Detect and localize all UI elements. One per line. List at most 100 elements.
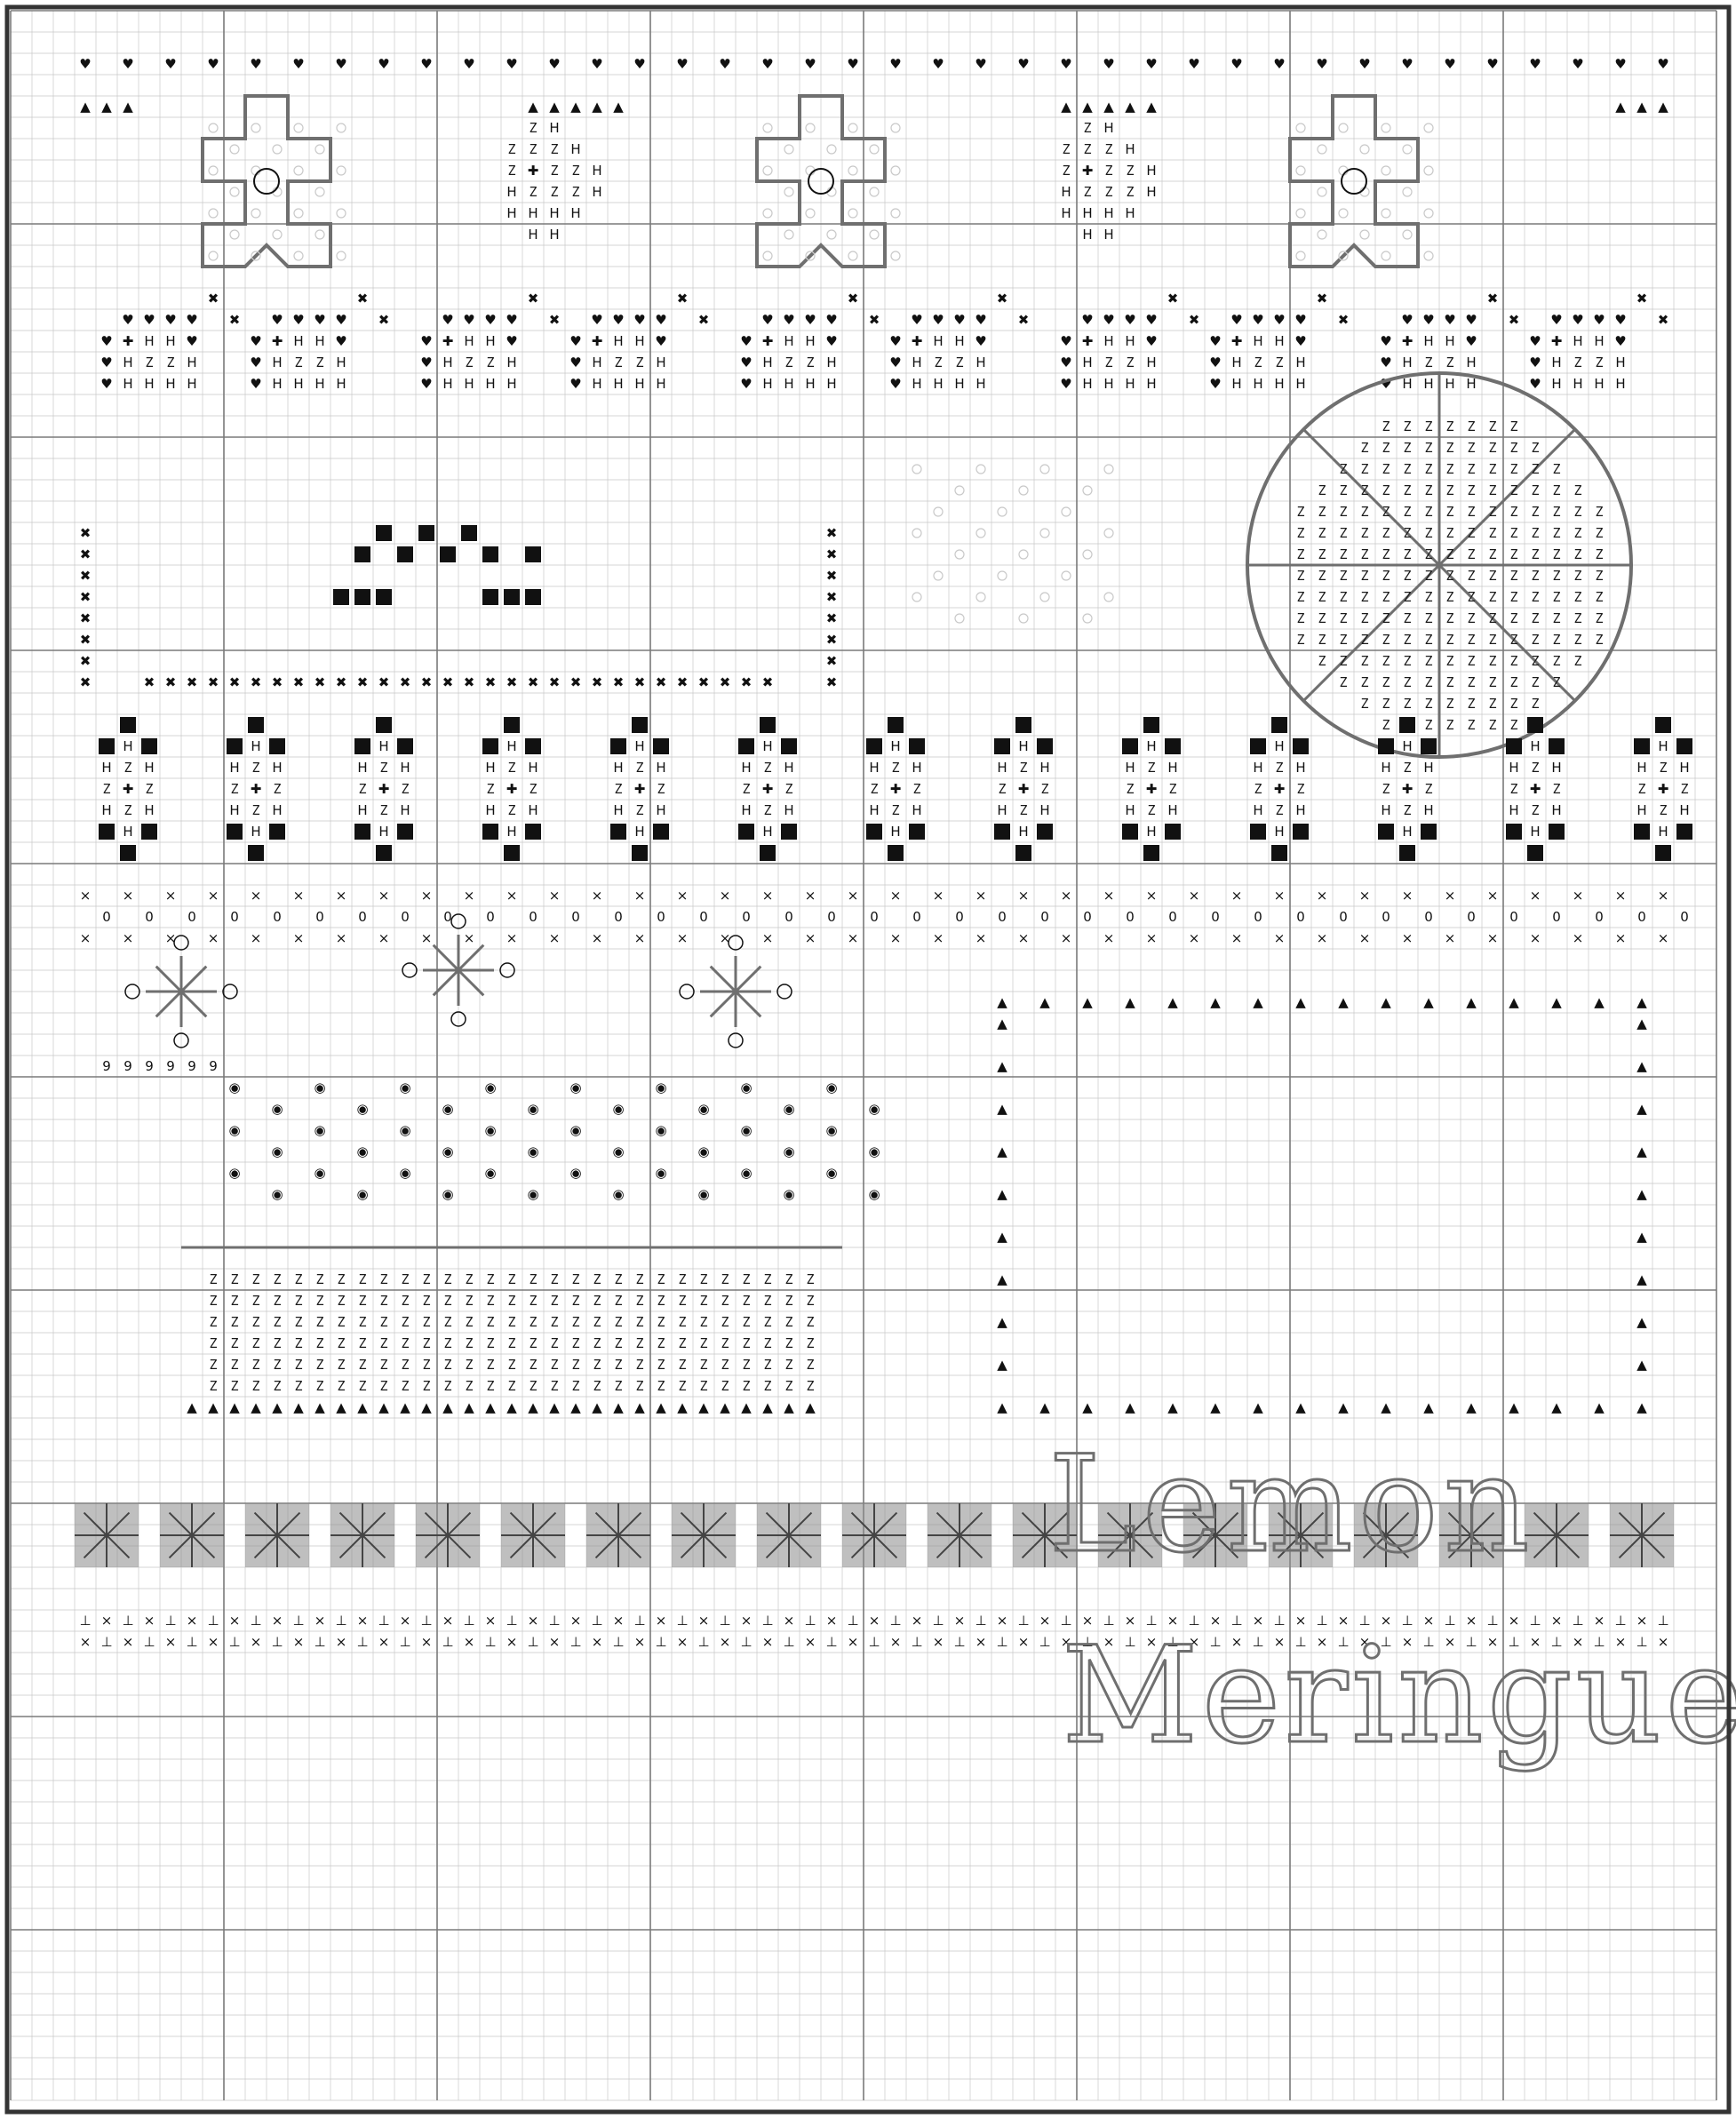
cross-stitch: ✖ (1509, 312, 1520, 328)
bottom-band-stitch: ⊥ (569, 1634, 581, 1650)
row3-stitch: H (1103, 376, 1113, 392)
row3-stitch: H (144, 333, 154, 349)
cross-stitch: ✖ (592, 674, 603, 690)
row3-stitch: Z (1254, 354, 1262, 370)
row3-stitch: Z (1573, 354, 1581, 370)
triangle-stitch: ▲ (229, 1399, 240, 1415)
z-stitch: Z (550, 163, 558, 179)
row3-stitch: H (1146, 376, 1156, 392)
meringue-stitch: ◉ (271, 1143, 283, 1159)
triangle-stitch: ▲ (293, 1399, 304, 1415)
meringue-stitch: ◉ (868, 1101, 880, 1117)
band-stitch: Z (273, 781, 281, 797)
z-stitch: Z (614, 1271, 622, 1287)
row3-stitch: ✚ (1551, 333, 1563, 349)
bottom-band-stitch: ⊥ (335, 1613, 346, 1629)
z-stitch: Z (1488, 717, 1496, 733)
bottom-band-stitch: × (997, 1613, 1008, 1629)
z-stitch: Z (721, 1357, 729, 1373)
row3-stitch: ✚ (762, 333, 774, 349)
square-stitch (1165, 824, 1181, 840)
h-stitch: H (570, 141, 580, 157)
z-stitch: Z (294, 1314, 302, 1330)
heart-stitch: ♥ (186, 312, 197, 328)
zero-stitch: 0 (571, 909, 580, 925)
cross-stitch: × (1231, 930, 1243, 946)
square-stitch (1655, 845, 1671, 861)
z-stitch: Z (742, 1293, 750, 1309)
bottom-band-stitch: ⊥ (761, 1613, 773, 1629)
z-stitch: Z (1403, 418, 1411, 434)
row3-stitch: ♥ (250, 376, 261, 392)
row3-stitch: Z (315, 354, 323, 370)
z-stitch: Z (507, 141, 515, 157)
square-stitch (99, 824, 115, 840)
band-stitch: H (1509, 802, 1518, 818)
row3-stitch: H (506, 376, 516, 392)
zero-stitch: 0 (1083, 909, 1092, 925)
cross-stitch: ✖ (720, 674, 731, 690)
meringue-stitch: ◉ (655, 1122, 666, 1138)
zero-stitch: 0 (1254, 909, 1262, 925)
z-stitch: Z (1509, 653, 1517, 669)
z-stitch: Z (1552, 653, 1560, 669)
zero-stitch: 0 (657, 909, 665, 925)
heart-stitch: ♥ (164, 312, 176, 328)
z-stitch: Z (443, 1314, 451, 1330)
z-stitch: Z (784, 1378, 792, 1394)
z-stitch: Z (614, 1335, 622, 1351)
z-stitch: Z (1445, 525, 1453, 541)
row3-stitch: ♥ (1380, 354, 1391, 370)
triangle-stitch: ▲ (528, 1399, 538, 1415)
triangle-stitch: ▲ (1615, 99, 1626, 115)
meringue-stitch: ◉ (569, 1122, 581, 1138)
cross-stitch: ✖ (1189, 312, 1200, 328)
bottom-band-stitch: ⊥ (719, 1613, 730, 1629)
z-stitch: Z (273, 1293, 281, 1309)
z-stitch: Z (273, 1314, 281, 1330)
triangle-stitch: ▲ (378, 1399, 389, 1415)
z-stitch: Z (358, 1271, 366, 1287)
band-stitch: H (1636, 760, 1646, 776)
cross-stitch: × (1231, 888, 1243, 904)
row3-stitch: ♥ (1529, 376, 1541, 392)
row3-stitch: H (1466, 354, 1476, 370)
z-stitch: Z (1531, 461, 1539, 477)
cross-stitch: × (1018, 888, 1030, 904)
band-stitch: H (1039, 802, 1049, 818)
cross-stitch: ✖ (272, 674, 283, 690)
z-stitch: Z (1488, 696, 1496, 712)
z-stitch: Z (635, 1335, 643, 1351)
z-stitch: Z (358, 1314, 366, 1330)
meringue-stitch: ◉ (612, 1186, 624, 1202)
cross-stitch: ✖ (869, 312, 880, 328)
z-stitch: Z (273, 1357, 281, 1373)
bottom-band-stitch: × (826, 1613, 838, 1629)
meringue-stitch: ◉ (356, 1143, 368, 1159)
row3-stitch: H (485, 333, 495, 349)
triangle-stitch: ▲ (1636, 1314, 1647, 1330)
band-stitch: H (1679, 760, 1689, 776)
bottom-band-stitch: ⊥ (271, 1634, 283, 1650)
heart-stitch: ♥ (1103, 312, 1114, 328)
square-stitch (888, 845, 904, 861)
band-stitch: H (634, 824, 644, 840)
zero-stitch: 0 (699, 909, 708, 925)
z-stitch: Z (379, 1378, 387, 1394)
row3-stitch: H (954, 376, 964, 392)
z-stitch: Z (486, 1293, 494, 1309)
cross-stitch: × (1103, 888, 1115, 904)
bottom-band-stitch: ⊥ (740, 1634, 752, 1650)
z-stitch: Z (1573, 653, 1581, 669)
triangle-stitch: ▲ (997, 994, 1007, 1010)
triangle-stitch: ▲ (997, 1058, 1007, 1074)
z-stitch: Z (401, 1335, 409, 1351)
cross-stitch: × (165, 888, 177, 904)
z-stitch: Z (315, 1293, 323, 1309)
square-stitch (1549, 738, 1565, 754)
z-stitch: Z (593, 1314, 601, 1330)
row3-stitch: H (442, 354, 452, 370)
band-stitch: ✚ (123, 781, 134, 797)
band-stitch: H (378, 824, 388, 840)
row3-stitch: Z (145, 354, 153, 370)
